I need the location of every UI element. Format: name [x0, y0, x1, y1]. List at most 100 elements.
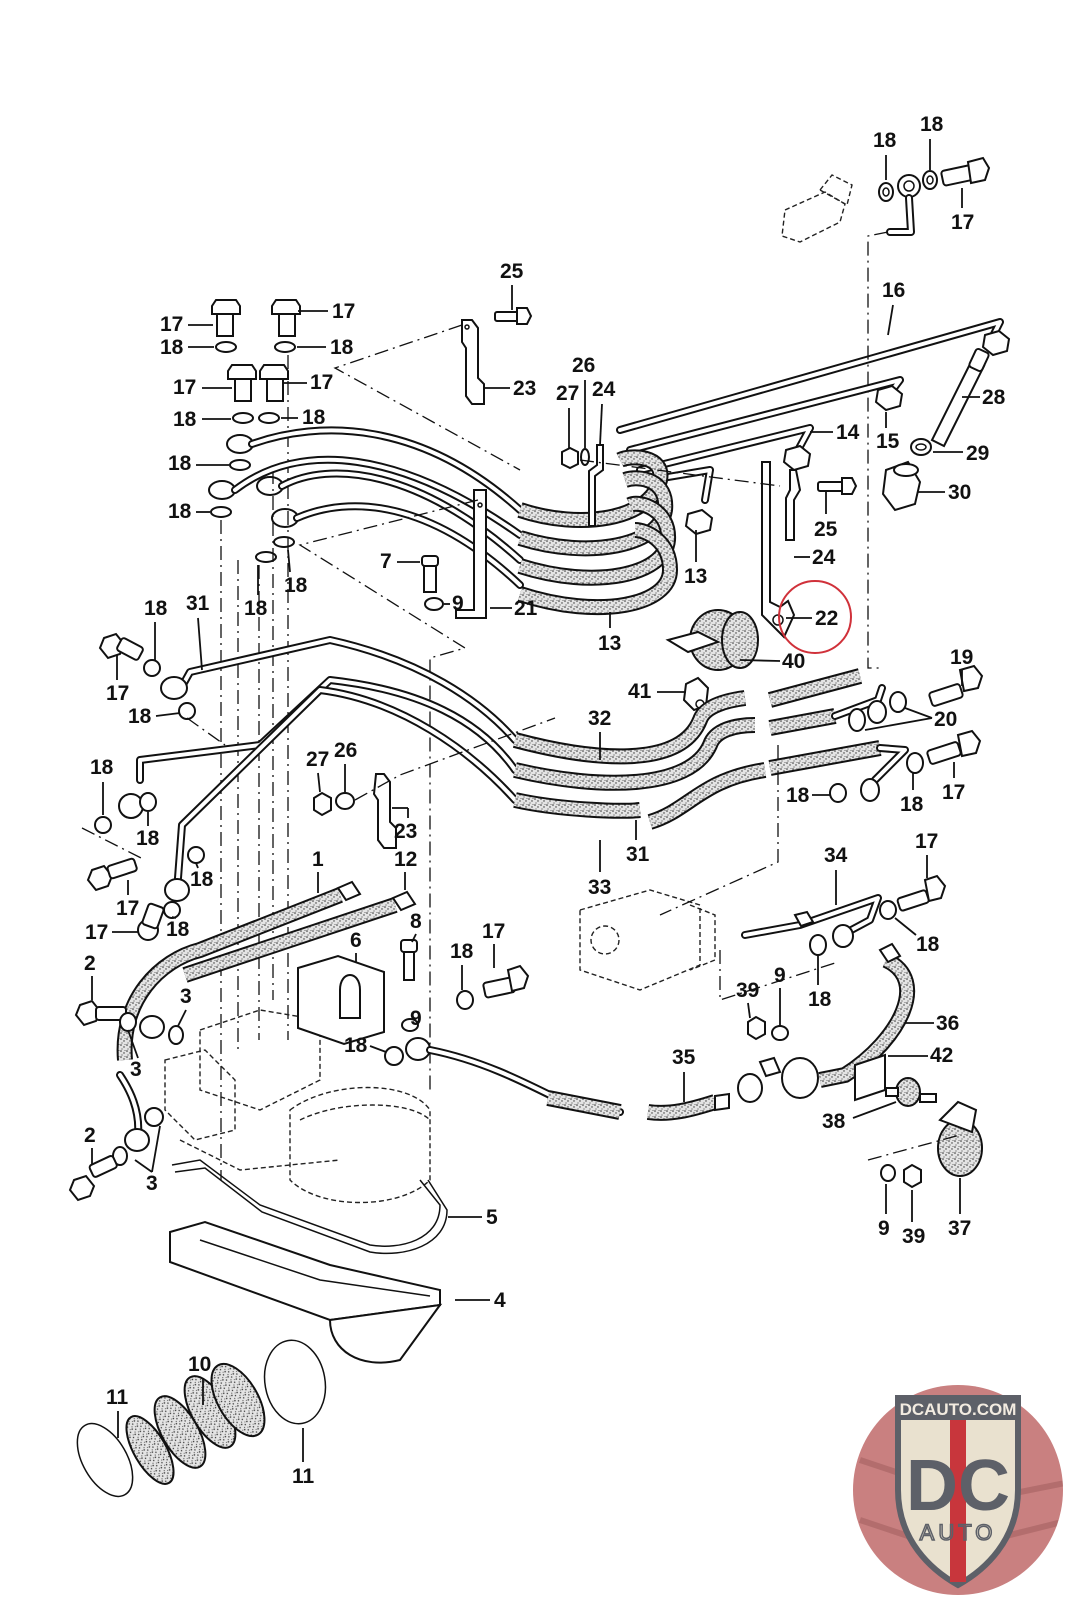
- injector-housing-ghost: [781, 174, 853, 243]
- dash-line-clamp: [867, 1134, 961, 1161]
- logo-stripe: [950, 1410, 966, 1582]
- callout-18: 18: [786, 784, 810, 807]
- dash-lines-upper: [298, 324, 781, 1090]
- callout-18: 18: [302, 406, 326, 429]
- callout-17: 17: [951, 211, 974, 234]
- nut-39-middle: [747, 1015, 766, 1041]
- callout-2: 2: [84, 1124, 96, 1147]
- line-34: [741, 874, 947, 956]
- callout-18: 18: [450, 940, 474, 963]
- logo-sub-text: AUTO: [920, 1520, 997, 1545]
- callout-18: 18: [330, 336, 354, 359]
- callout-20: 20: [934, 708, 957, 731]
- banjo-bolt-17: [940, 156, 991, 187]
- bracket-24-lower: [785, 469, 802, 541]
- callout-5: 5: [486, 1206, 498, 1229]
- dash-line-regulator-lower: [719, 950, 836, 1001]
- callout-6: 6: [350, 929, 362, 952]
- callout-26: 26: [334, 739, 357, 762]
- fuel-distributor-ghost: [164, 1009, 431, 1204]
- callout-25: 25: [500, 260, 524, 283]
- callout-28: 28: [982, 386, 1006, 409]
- clip-9-middle: [401, 1018, 419, 1032]
- callout-27: 27: [306, 748, 329, 771]
- callout-3: 3: [130, 1058, 142, 1081]
- callout-1: 1: [312, 848, 324, 871]
- callout-13: 13: [684, 565, 707, 588]
- injection-lines-31-32-33: [136, 636, 519, 882]
- washer-18: [922, 170, 938, 190]
- left-fittings: [86, 632, 205, 941]
- bracket-21: [455, 489, 487, 619]
- callout-18: 18: [166, 918, 190, 941]
- callout-10: 10: [188, 1353, 211, 1376]
- washer-18-middle: [456, 990, 474, 1010]
- bracket-22: [761, 461, 796, 639]
- washer-18-lower: [384, 1046, 404, 1066]
- callout-27: 27: [556, 382, 579, 405]
- clamp-37: [937, 1100, 983, 1177]
- protective-hoses-lower: [512, 668, 882, 830]
- callout-7: 7: [380, 550, 392, 573]
- callout-18: 18: [168, 452, 192, 475]
- callout-24: 24: [812, 546, 836, 569]
- callout-22: 22: [815, 607, 838, 630]
- lower-left-fittings: [68, 999, 184, 1202]
- nut-27-middle: [313, 791, 332, 817]
- callout-42: 42: [930, 1044, 953, 1067]
- callout-17: 17: [942, 781, 965, 804]
- callout-18: 18: [168, 500, 192, 523]
- callout-16: 16: [882, 279, 905, 302]
- callout-38: 38: [822, 1110, 846, 1133]
- callout-18: 18: [190, 868, 214, 891]
- callout-9: 9: [774, 964, 786, 987]
- callout-17: 17: [160, 313, 183, 336]
- callout-17: 17: [310, 371, 333, 394]
- warm-up-regulator-ghost: [579, 889, 716, 991]
- banjo-bolts-upper-left: [211, 299, 301, 402]
- callout-31: 31: [186, 592, 210, 615]
- callout-13: 13: [598, 632, 621, 655]
- damper-40: [665, 609, 759, 671]
- callout-39: 39: [736, 979, 759, 1002]
- callout-18: 18: [916, 933, 940, 956]
- washer-26-upper: [580, 448, 590, 466]
- injector-sleeve-28: [930, 347, 990, 448]
- callout-23: 23: [513, 377, 536, 400]
- bolt-17-middle: [482, 964, 530, 999]
- callout-2: 2: [84, 952, 96, 975]
- callout-17: 17: [85, 921, 108, 944]
- callout-17: 17: [915, 830, 938, 853]
- bolt-25-upper: [494, 307, 533, 325]
- right-fittings-19-20: [829, 664, 984, 803]
- callout-39: 39: [902, 1225, 925, 1248]
- callout-18: 18: [344, 1034, 368, 1057]
- hose-35: [546, 1090, 730, 1121]
- screw-7: [421, 555, 439, 593]
- logo-main-text: DC: [906, 1446, 1010, 1526]
- base-plate-4: [169, 1220, 443, 1364]
- callout-18: 18: [173, 408, 197, 431]
- nut-39-lower: [903, 1163, 922, 1189]
- callout-11: 11: [292, 1465, 315, 1488]
- washer-18: [878, 182, 894, 202]
- callout-26: 26: [572, 354, 595, 377]
- hose-clamps-11: [76, 1339, 327, 1498]
- bracket-23-middle: [372, 773, 397, 849]
- callout-18: 18: [920, 113, 944, 136]
- callout-32: 32: [588, 707, 611, 730]
- fuel-hose-1: [116, 880, 362, 1061]
- callout-24: 24: [592, 378, 616, 401]
- clip-9-upper: [424, 597, 444, 611]
- callout-17: 17: [482, 920, 505, 943]
- callout-8: 8: [410, 910, 422, 933]
- gasket-5: [171, 1159, 448, 1255]
- callout-3: 3: [146, 1172, 158, 1195]
- callout-18: 18: [160, 336, 184, 359]
- clip-9-lower: [880, 1164, 896, 1182]
- callout-23: 23: [394, 820, 417, 843]
- callout-11: 11: [106, 1386, 129, 1409]
- callout-17: 17: [116, 897, 139, 920]
- callout-18: 18: [136, 827, 160, 850]
